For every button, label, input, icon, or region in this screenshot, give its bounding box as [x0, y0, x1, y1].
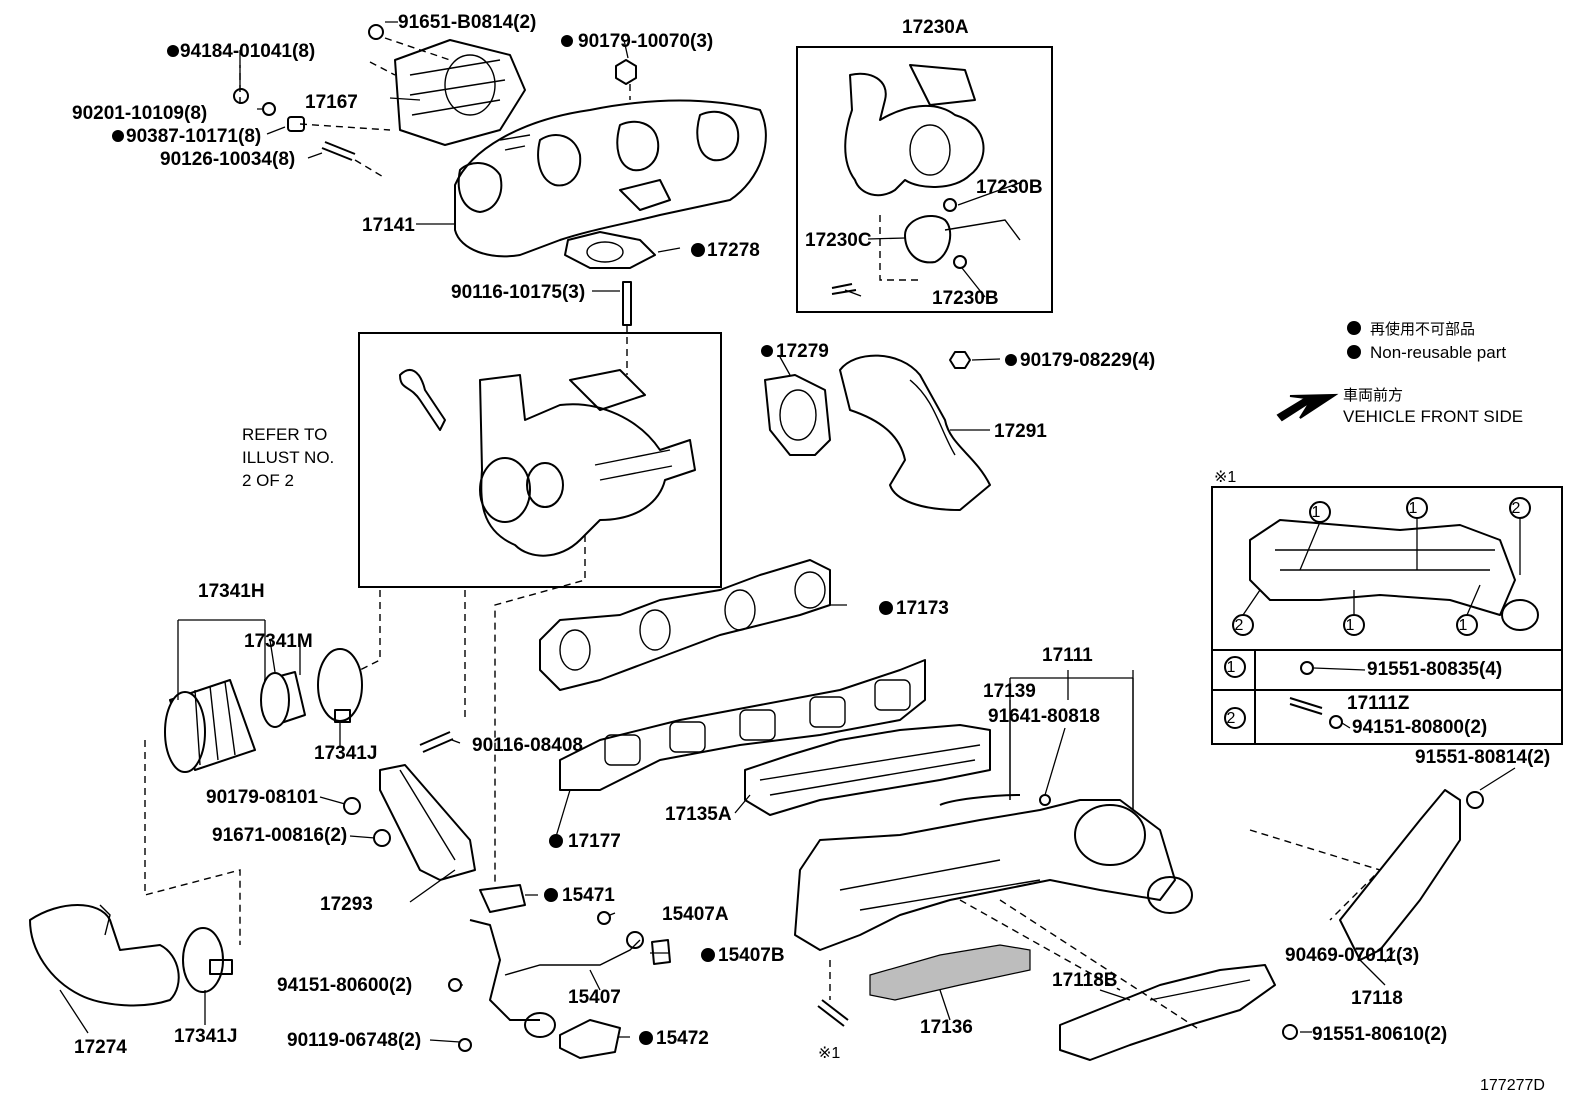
detail-callout-1a: 1	[1312, 504, 1321, 521]
bracket-17118B	[1059, 964, 1276, 1061]
label-90126: 90126-10034(8)	[160, 149, 295, 170]
label-17341J-b: 17341J	[174, 1026, 237, 1047]
label-17291: 17291	[994, 421, 1047, 442]
detail-row-2-part-a: 17111Z	[1347, 693, 1410, 714]
gasket-17279	[764, 374, 831, 456]
label-17136: 17136	[920, 1017, 973, 1038]
nonreusable-bullet-icon-2	[1347, 345, 1361, 359]
turbo-subassy-box	[796, 46, 1053, 313]
label-90201: 90201-10109(8)	[72, 103, 207, 124]
label-17279: 17279	[776, 341, 829, 362]
legend-nonreusable-en: Non-reusable part	[1370, 343, 1506, 362]
bracket-17293	[343, 731, 476, 881]
label-91671: 91671-00816(2)	[212, 825, 347, 846]
detail-box	[1211, 486, 1563, 745]
pipe-15407	[448, 884, 671, 1059]
label-17118: 17118	[1351, 988, 1403, 1009]
legend-nonreusable-jp: 再使用不可部品	[1370, 320, 1475, 338]
nonreusable-markers	[112, 35, 1017, 1045]
detail-callouts	[1224, 497, 1531, 729]
heat-insulator-17135A	[744, 724, 991, 816]
label-94184: 94184-01041(8)	[180, 41, 315, 62]
refer-note-line-2: ILLUST NO.	[242, 448, 334, 467]
detail-row-2-part-b: 94151-80800(2)	[1352, 717, 1487, 738]
refer-note-line-3: 2 OF 2	[242, 471, 294, 490]
label-17139: 17139	[983, 681, 1036, 702]
detail-callout-2b: 2	[1235, 617, 1244, 634]
label-90179-08101: 90179-08101	[206, 787, 318, 808]
detail-callout-1d: 1	[1459, 617, 1468, 634]
clamp-17341J-a	[317, 648, 363, 723]
label-15407A: 15407A	[662, 904, 729, 925]
label-17173: 17173	[896, 598, 949, 619]
label-90387: 90387-10171(8)	[126, 126, 261, 147]
detail-callout-1b: 1	[1409, 500, 1418, 517]
label-17230B-bottom: 17230B	[932, 288, 999, 309]
label-17111: 17111	[1042, 645, 1093, 666]
clamp-17341J-b	[182, 927, 233, 993]
label-90469: 90469-07011(3)	[1285, 945, 1419, 966]
pipe-17274	[29, 904, 180, 1007]
diagram-id: 177277D	[1480, 1077, 1545, 1094]
label-91551-80814: 91551-80814(2)	[1415, 747, 1550, 768]
label-17341J-a: 17341J	[314, 743, 377, 764]
label-17230A: 17230A	[902, 17, 969, 38]
label-91641: 91641-80818	[988, 706, 1100, 727]
exhaust-manifold-17141	[454, 99, 767, 258]
label-17230B-top: 17230B	[976, 177, 1043, 198]
label-91551-80610: 91551-80610(2)	[1312, 1024, 1447, 1045]
label-17230C: 17230C	[805, 230, 872, 251]
label-94151-80600: 94151-80600(2)	[277, 975, 412, 996]
refer-note-line-1: REFER TO	[242, 425, 327, 444]
label-17278: 17278	[707, 240, 760, 261]
label-17274: 17274	[74, 1037, 127, 1058]
label-90179-08229: 90179-08229(4)	[1020, 350, 1155, 371]
label-17135A: 17135A	[665, 804, 732, 825]
legend-front-jp: 車両前方	[1343, 386, 1403, 404]
heat-insulator-17167	[394, 39, 526, 146]
turbocharger-assy	[399, 369, 696, 557]
label-15407: 15407	[568, 987, 621, 1008]
nonreusable-bullet-icon	[1347, 321, 1361, 335]
actuator-17230C	[831, 198, 1021, 295]
turbo-housing-17230A	[844, 64, 985, 197]
label-15407B: 15407B	[718, 945, 785, 966]
turbo-assy-box	[358, 332, 722, 588]
gasket-17173	[539, 559, 831, 691]
front-arrow-icon	[1276, 393, 1339, 422]
label-90179-10070: 90179-10070(3)	[578, 31, 713, 52]
detail-callout-1c: 1	[1346, 617, 1355, 634]
label-90116-08408: 90116-08408	[472, 735, 583, 756]
sleeve-17341M	[260, 671, 306, 728]
detail-manifold	[1249, 519, 1539, 631]
fasteners-top	[233, 24, 637, 326]
elbow-17291	[839, 351, 991, 511]
detail-row-1-key: 1	[1227, 659, 1236, 676]
label-15471: 15471	[562, 885, 615, 906]
label-17341M: 17341M	[244, 631, 313, 652]
label-90116-10175: 90116-10175(3)	[451, 282, 585, 303]
label-91651: 91651-B0814(2)	[398, 12, 536, 33]
gasket-17177	[559, 659, 926, 791]
label-17167: 17167	[305, 92, 358, 113]
detail-row-1-part: 91551-80835(4)	[1367, 659, 1502, 680]
insulator-17136	[869, 944, 1031, 1001]
label-15472: 15472	[656, 1028, 709, 1049]
hose-17341H	[164, 679, 256, 773]
detail-callout-2a: 2	[1512, 500, 1521, 517]
label-90119: 90119-06748(2)	[287, 1030, 421, 1051]
gasket-17278	[564, 231, 656, 269]
label-17177: 17177	[568, 831, 621, 852]
intake-manifold-17111	[794, 794, 1193, 951]
label-17118B: 17118B	[1052, 970, 1118, 991]
detail-marker: ※1	[1214, 469, 1236, 486]
stay-17118	[1282, 789, 1484, 1040]
legend-front-en: VEHICLE FRONT SIDE	[1343, 407, 1523, 426]
label-17141: 17141	[362, 215, 415, 236]
label-17341H: 17341H	[198, 581, 265, 602]
detail-row-2-key: 2	[1227, 710, 1236, 727]
label-mark-1: ※1	[818, 1045, 840, 1062]
label-17293: 17293	[320, 894, 373, 915]
